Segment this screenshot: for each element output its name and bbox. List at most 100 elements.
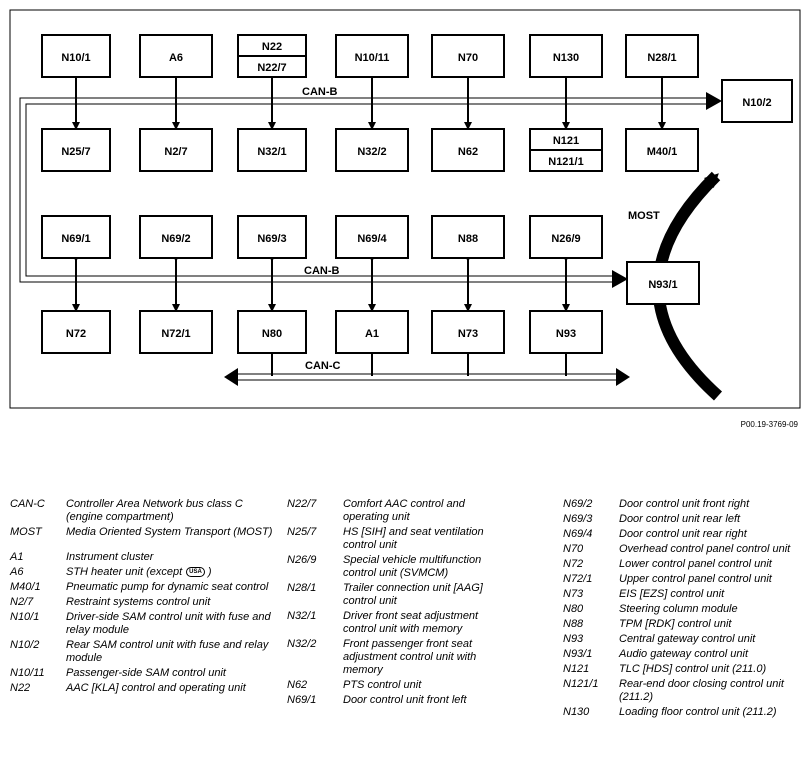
figure-reference: P00.19-3769-09: [740, 420, 798, 429]
legend-item: CAN-C Controller Area Network bus class C…: [10, 498, 280, 524]
node-label: N72/1: [161, 328, 190, 340]
node-label: A6: [169, 52, 183, 64]
legend-desc: Driver front seat adjustment control uni…: [343, 610, 479, 635]
legend-code: N32/2: [287, 638, 317, 650]
legend-desc: Passenger-side SAM control unit: [66, 667, 226, 679]
legend-desc: Overhead control panel control unit: [619, 543, 791, 555]
node-label: N22: [262, 41, 282, 53]
legend-desc: Door control unit rear right: [619, 528, 747, 540]
node-label: N32/1: [257, 146, 286, 158]
can-c-connectors: [268, 348, 570, 376]
legend-desc: Restraint systems control unit: [66, 596, 211, 608]
legend-desc: Door control unit front right: [619, 498, 750, 510]
legend-desc: Central gateway control unit: [619, 633, 756, 645]
legend-desc: Upper control panel control unit: [619, 573, 772, 585]
legend-desc: Comfort AAC control and operating unit: [343, 498, 465, 523]
legend-item: N93 Central gateway control unit: [563, 633, 803, 646]
legend-desc: Door control unit front left: [343, 694, 467, 706]
node-n88: N88: [431, 215, 505, 259]
node-label: N32/2: [357, 146, 386, 158]
node-a6: A6: [139, 34, 213, 78]
legend-code: N121/1: [563, 678, 599, 690]
legend-desc: EIS [EZS] control unit: [619, 588, 725, 600]
node-n93: N93: [529, 310, 603, 354]
top-connectors: [72, 72, 666, 130]
legend-code: N10/2: [10, 639, 40, 651]
legend-desc: Front passenger front seat adjustment co…: [343, 638, 477, 676]
node-label: N70: [458, 52, 478, 64]
most-label: MOST: [628, 210, 660, 222]
legend-item: N69/1 Door control unit front left: [287, 694, 507, 707]
can-c-label: CAN-C: [305, 360, 340, 372]
legend-desc: Controller Area Network bus class C (eng…: [66, 498, 243, 523]
legend-code: N28/1: [287, 582, 317, 594]
legend-desc: Door control unit rear left: [619, 513, 741, 525]
node-n10-2: N10/2: [721, 79, 793, 123]
legend-desc-after: ): [207, 566, 212, 578]
legend-column-1: CAN-C Controller Area Network bus class C…: [10, 498, 280, 697]
legend-item: N69/2 Door control unit front right: [563, 498, 803, 511]
legend-item: N62 PTS control unit: [287, 679, 507, 692]
legend-item: N32/2 Front passenger front seat adjustme…: [287, 638, 507, 677]
legend-desc: Lower control panel control unit: [619, 558, 772, 570]
can-b-bus: [19, 97, 716, 283]
legend-code: N70: [563, 543, 584, 555]
node-m40-1: M40/1: [625, 128, 699, 172]
legend-code: N80: [563, 603, 584, 615]
legend-item: N72 Lower control panel control unit: [563, 558, 803, 571]
can-c-bus: [236, 373, 618, 381]
legend-desc: Driver-side SAM control unit with fuse a…: [66, 611, 271, 636]
node-label: N69/4: [357, 233, 387, 245]
legend-code: N93: [563, 633, 584, 645]
node-label: N62: [458, 146, 478, 158]
node-label: N26/9: [551, 233, 580, 245]
node-n121: N121 N121/1: [529, 128, 603, 172]
legend-desc: PTS control unit: [343, 679, 422, 691]
legend-code: N22: [10, 682, 31, 694]
legend-item: N69/3 Door control unit rear left: [563, 513, 803, 526]
node-n10-11: N10/11: [335, 34, 409, 78]
node-n73: N73: [431, 310, 505, 354]
node-n72: N72: [41, 310, 111, 354]
node-label: M40/1: [647, 146, 678, 158]
middle-connectors: [72, 254, 570, 312]
node-label: N73: [458, 328, 478, 340]
node-label: N72: [66, 328, 86, 340]
legend-code: N72: [563, 558, 584, 570]
node-label: N28/1: [647, 52, 676, 64]
legend-code: N69/2: [563, 498, 593, 510]
node-n26-9: N26/9: [529, 215, 603, 259]
network-diagram: CAN-B CAN-B CAN-C MOST N10/1 A6 N22 N22/…: [9, 9, 801, 409]
legend-code: N69/4: [563, 528, 593, 540]
node-label: N2/7: [164, 146, 187, 158]
legend-item: N70 Overhead control panel control unit: [563, 543, 803, 556]
node-n130: N130: [529, 34, 603, 78]
node-label: N22/7: [257, 62, 286, 74]
legend-code: N69/1: [287, 694, 317, 706]
legend-code: N26/9: [287, 554, 317, 566]
node-a1: A1: [335, 310, 409, 354]
legend-desc-text: STH heater unit (except: [66, 566, 183, 578]
diagram-frame: [9, 9, 801, 409]
legend-code: N62: [287, 679, 308, 691]
node-label: N69/2: [161, 233, 190, 245]
node-n69-1: N69/1: [41, 215, 111, 259]
legend-code: N69/3: [563, 513, 593, 525]
node-n72-1: N72/1: [139, 310, 213, 354]
node-n32-1: N32/1: [237, 128, 307, 172]
legend-code: CAN-C: [10, 498, 45, 510]
